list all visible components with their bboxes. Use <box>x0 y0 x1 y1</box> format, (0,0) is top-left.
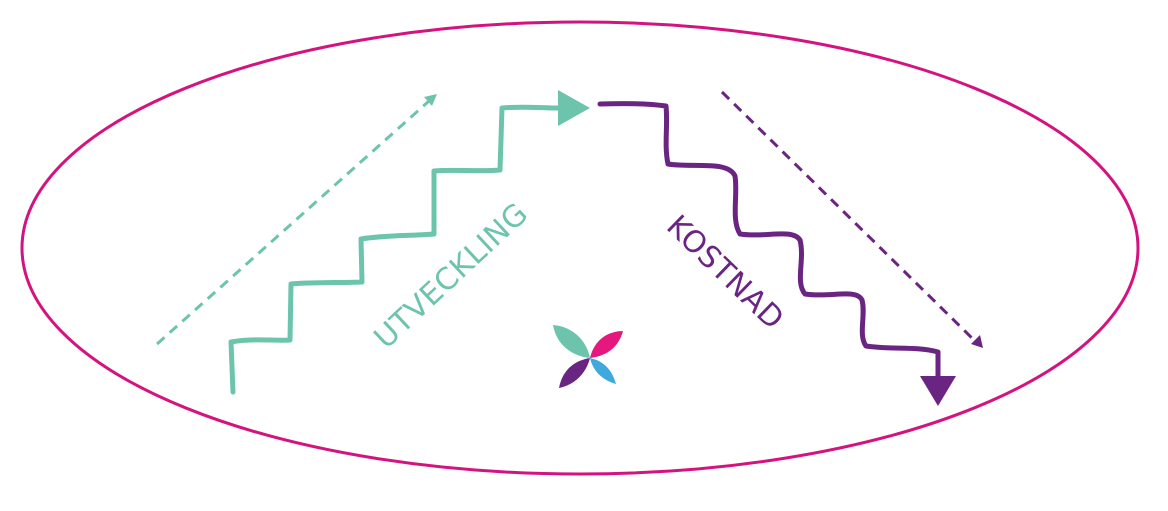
growth-label: UTVECKLING <box>368 196 536 356</box>
outer-ellipse <box>20 20 1140 476</box>
four-petal-flower-logo-icon <box>553 325 623 388</box>
growth-staircase-arrow <box>228 90 590 395</box>
growth-dashed-arrow <box>156 94 437 346</box>
cost-staircase-arrow <box>597 101 956 406</box>
cost-label: KOSTNAD <box>659 209 790 337</box>
cost-dashed-arrow <box>720 90 983 348</box>
